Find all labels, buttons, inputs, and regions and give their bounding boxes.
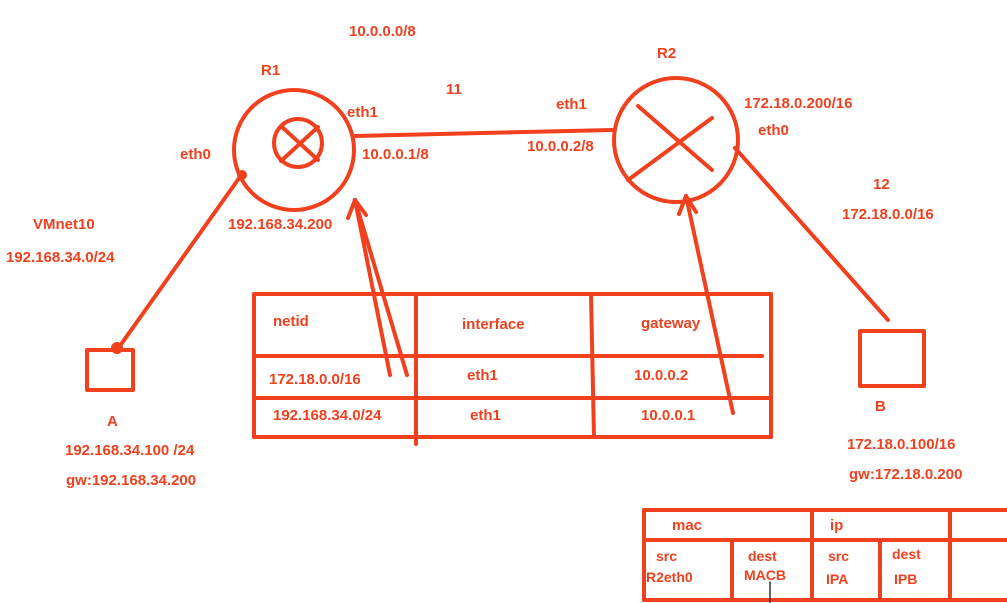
route-table-header-interface: interface bbox=[462, 316, 525, 333]
router-r1-name: R1 bbox=[261, 62, 281, 79]
host-b-icon bbox=[858, 329, 926, 388]
route-row-2-interface: eth1 bbox=[470, 407, 501, 424]
route-table-header-gateway: gateway bbox=[641, 315, 701, 332]
packet-ip-src-label: src bbox=[828, 548, 850, 564]
host-a-icon bbox=[85, 348, 135, 392]
link-r2-b bbox=[733, 146, 890, 322]
r2-eth1-ip: 10.0.0.2/8 bbox=[527, 138, 594, 155]
host-a-gateway: gw:192.168.34.200 bbox=[66, 472, 197, 489]
r1-eth0-ip: 192.168.34.200 bbox=[228, 216, 333, 233]
r1-eth0-label: eth0 bbox=[180, 146, 211, 163]
link-a-r1 bbox=[115, 172, 244, 352]
route-row-1-gateway: 10.0.0.2 bbox=[634, 367, 689, 384]
host-b-ip: 172.18.0.100/16 bbox=[847, 436, 956, 453]
packet-table-grid bbox=[642, 508, 1007, 602]
vmnet-cidr: 192.168.34.0/24 bbox=[6, 249, 115, 266]
host-a-name: A bbox=[107, 413, 118, 430]
route-table-grid bbox=[252, 292, 773, 446]
packet-ip-src-value: IPA bbox=[826, 571, 849, 587]
r1-eth1-label: eth1 bbox=[347, 104, 378, 121]
route-row-1-interface: eth1 bbox=[467, 367, 498, 384]
packet-group-ip: ip bbox=[830, 517, 844, 534]
annotation-arrow-r1 bbox=[346, 198, 409, 377]
link-r1-r2 bbox=[353, 128, 614, 138]
host-b-gateway: gw:172.18.0.200 bbox=[849, 466, 963, 483]
packet-mac-dest-value: MACB bbox=[744, 567, 786, 583]
route-row-2-netid: 192.168.34.0/24 bbox=[273, 407, 382, 424]
packet-ip-dest-value: IPB bbox=[894, 571, 918, 587]
link-r1-r2-id: 11 bbox=[446, 81, 462, 98]
link-a-r1-dot-top bbox=[237, 170, 247, 180]
router-r2-icon bbox=[612, 76, 740, 204]
packet-mac-dest-label: dest bbox=[748, 548, 777, 564]
host-b-name: B bbox=[875, 398, 886, 415]
host-a-ip: 192.168.34.100 /24 bbox=[65, 442, 195, 459]
r2-eth0-label: eth0 bbox=[758, 122, 789, 139]
route-row-1-netid: 172.18.0.0/16 bbox=[269, 371, 361, 388]
route-table-header-netid: netid bbox=[273, 313, 309, 330]
r1-eth1-ip: 10.0.0.1/8 bbox=[362, 146, 429, 163]
network-r2-b-label: 172.18.0.0/16 bbox=[842, 206, 934, 223]
packet-mac-src-value: R2eth0 bbox=[646, 569, 693, 585]
packet-mac-src-label: src bbox=[656, 548, 678, 564]
annotation-arrow-r2 bbox=[677, 194, 735, 415]
router-r2-name: R2 bbox=[657, 45, 677, 62]
route-row-2-gateway: 10.0.0.1 bbox=[641, 407, 696, 424]
r2-eth1-label: eth1 bbox=[556, 96, 587, 113]
network-r1-r2-label: 10.0.0.0/8 bbox=[349, 23, 416, 40]
link-r2-b-id: 12 bbox=[873, 176, 890, 193]
packet-ip-dest-label: dest bbox=[892, 546, 921, 562]
packet-group-mac: mac bbox=[672, 517, 703, 534]
r2-eth0-ip: 172.18.0.200/16 bbox=[744, 95, 853, 112]
vmnet-name: VMnet10 bbox=[33, 216, 95, 233]
router-r1-icon bbox=[232, 88, 356, 212]
